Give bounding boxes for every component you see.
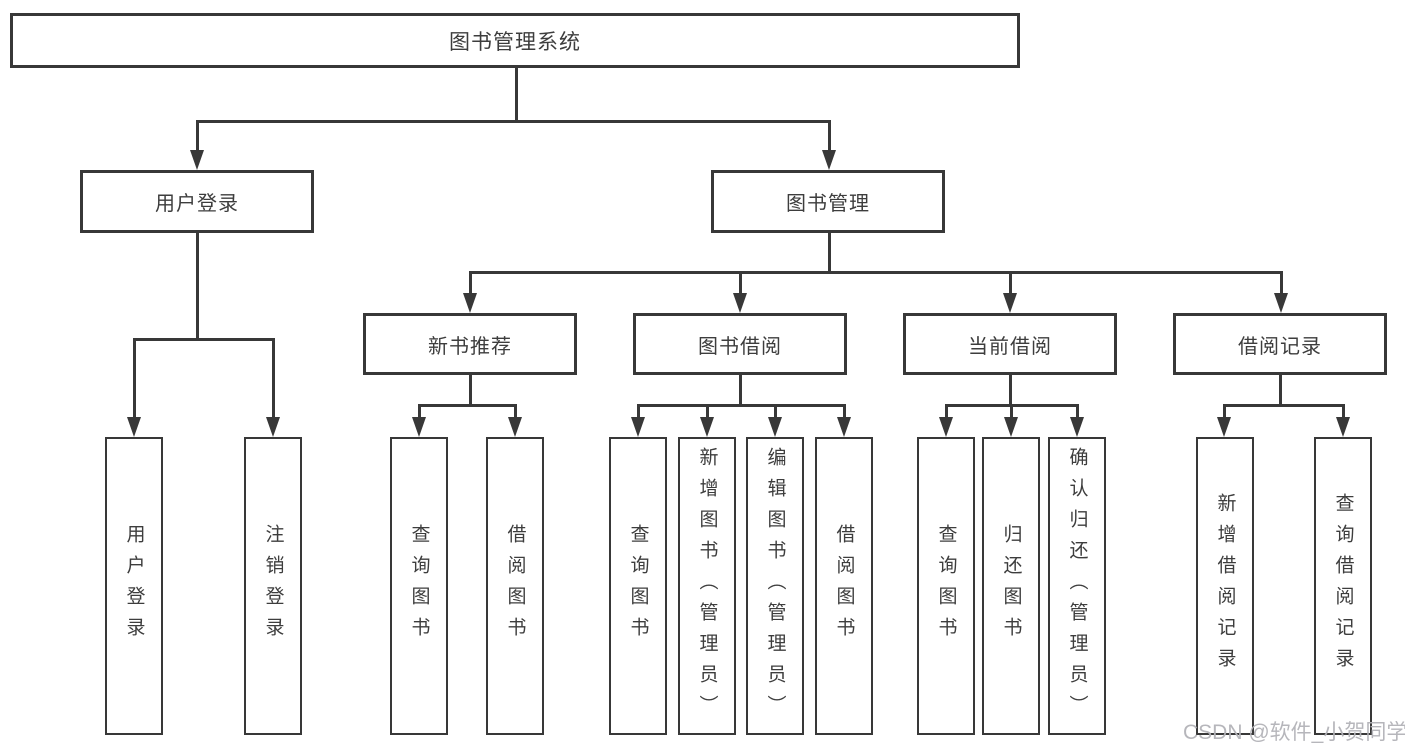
connector-drop-leaf — [945, 404, 948, 420]
leaf-confirm-return-admin-label: 确认归还（管理员） — [1066, 446, 1088, 726]
connector-new-book-recommend-stem — [469, 375, 472, 407]
arrow-down-icon — [190, 150, 204, 170]
node-book-borrow: 图书借阅 — [633, 313, 847, 375]
connector-borrow-records-hline — [1223, 404, 1345, 407]
leaf-edit-books-admin: 编辑图书（管理员） — [746, 437, 804, 735]
arrow-down-icon — [1070, 417, 1084, 437]
arrow-down-icon — [463, 293, 477, 313]
arrow-down-icon — [1336, 417, 1350, 437]
node-library-system: 图书管理系统 — [10, 13, 1020, 68]
connector-book-borrow-hline — [637, 404, 846, 407]
arrow-down-icon — [1003, 293, 1017, 313]
arrow-down-icon — [822, 150, 836, 170]
connector-drop-leaf — [637, 404, 640, 420]
leaf-add-borrow-record: 新增借阅记录 — [1196, 437, 1254, 735]
connector-drop-leaf — [774, 404, 777, 420]
connector-drop-leaf-logout — [272, 338, 275, 419]
leaf-return-books: 归还图书 — [982, 437, 1040, 735]
leaf-add-books-admin-label: 新增图书（管理员） — [696, 446, 718, 726]
leaf-query-books-recommend: 查询图书 — [390, 437, 448, 735]
node-book-borrow-label: 图书借阅 — [698, 335, 782, 358]
leaf-logout: 注销登录 — [244, 437, 302, 735]
node-book-management-label: 图书管理 — [786, 193, 870, 215]
connector-drop-leaf — [1076, 404, 1079, 420]
node-user-login: 用户登录 — [80, 170, 314, 233]
connector-drop-new-book-recommend — [469, 271, 472, 296]
arrow-down-icon — [266, 417, 280, 437]
connector-drop-user-login — [196, 120, 199, 152]
connector-drop-leaf — [706, 404, 709, 420]
connector-user-login-hline — [133, 338, 275, 341]
connector-drop-leaf — [418, 404, 421, 420]
node-new-book-recommend-label: 新书推荐 — [428, 335, 512, 358]
leaf-borrow-books-recommend-label: 借阅图书 — [504, 524, 526, 648]
leaf-edit-books-admin-label: 编辑图书（管理员） — [764, 446, 786, 726]
leaf-query-books-current-label: 查询图书 — [935, 524, 957, 648]
arrow-down-icon — [127, 417, 141, 437]
connector-drop-leaf — [1010, 404, 1013, 420]
leaf-return-books-label: 归还图书 — [1000, 524, 1022, 648]
connector-book-management-hline — [469, 271, 1283, 274]
connector-current-borrow-stem — [1009, 375, 1012, 407]
connector-user-login-stem — [196, 233, 199, 338]
leaf-user-login-label: 用户登录 — [123, 524, 145, 648]
arrow-down-icon — [1217, 417, 1231, 437]
connector-borrow-records-stem — [1279, 375, 1282, 407]
node-current-borrow-label: 当前借阅 — [968, 335, 1052, 358]
leaf-borrow-books-label: 借阅图书 — [833, 524, 855, 648]
node-new-book-recommend: 新书推荐 — [363, 313, 577, 375]
arrow-down-icon — [1004, 417, 1018, 437]
connector-drop-book-borrow — [739, 271, 742, 296]
node-user-login-label: 用户登录 — [155, 193, 239, 215]
arrow-down-icon — [631, 417, 645, 437]
leaf-query-books-borrow-label: 查询图书 — [627, 524, 649, 648]
leaf-query-books-current: 查询图书 — [917, 437, 975, 735]
arrow-down-icon — [412, 417, 426, 437]
leaf-borrow-books-recommend: 借阅图书 — [486, 437, 544, 735]
leaf-confirm-return-admin: 确认归还（管理员） — [1048, 437, 1106, 735]
leaf-query-books-borrow: 查询图书 — [609, 437, 667, 735]
connector-drop-leaf — [843, 404, 846, 420]
node-borrow-records: 借阅记录 — [1173, 313, 1387, 375]
node-book-management: 图书管理 — [711, 170, 945, 233]
connector-drop-leaf-user-login — [133, 338, 136, 419]
leaf-add-borrow-record-label: 新增借阅记录 — [1214, 493, 1236, 679]
arrow-down-icon — [939, 417, 953, 437]
leaf-add-books-admin: 新增图书（管理员） — [678, 437, 736, 735]
leaf-user-login: 用户登录 — [105, 437, 163, 735]
node-library-system-label: 图书管理系统 — [449, 30, 581, 54]
connector-root-stem — [515, 68, 518, 120]
connector-book-borrow-stem — [739, 375, 742, 407]
connector-drop-leaf — [514, 404, 517, 420]
leaf-query-borrow-record: 查询借阅记录 — [1314, 437, 1372, 735]
connector-drop-leaf — [1342, 404, 1345, 420]
arrow-down-icon — [700, 417, 714, 437]
node-current-borrow: 当前借阅 — [903, 313, 1117, 375]
node-borrow-records-label: 借阅记录 — [1238, 335, 1322, 358]
connector-new-book-recommend-hline — [418, 404, 517, 407]
leaf-query-borrow-record-label: 查询借阅记录 — [1332, 493, 1354, 679]
watermark: CSDN @软件_小贺同学 — [1183, 721, 1405, 744]
connector-root-hline — [196, 120, 831, 123]
leaf-logout-label: 注销登录 — [262, 524, 284, 648]
connector-drop-borrow-records — [1280, 271, 1283, 296]
arrow-down-icon — [508, 417, 522, 437]
arrow-down-icon — [1274, 293, 1288, 313]
leaf-query-books-recommend-label: 查询图书 — [408, 524, 430, 648]
connector-drop-leaf — [1223, 404, 1226, 420]
connector-drop-book-management — [828, 120, 831, 152]
arrow-down-icon — [837, 417, 851, 437]
leaf-borrow-books: 借阅图书 — [815, 437, 873, 735]
arrow-down-icon — [768, 417, 782, 437]
arrow-down-icon — [733, 293, 747, 313]
connector-book-management-stem — [828, 233, 831, 274]
connector-drop-current-borrow — [1009, 271, 1012, 296]
